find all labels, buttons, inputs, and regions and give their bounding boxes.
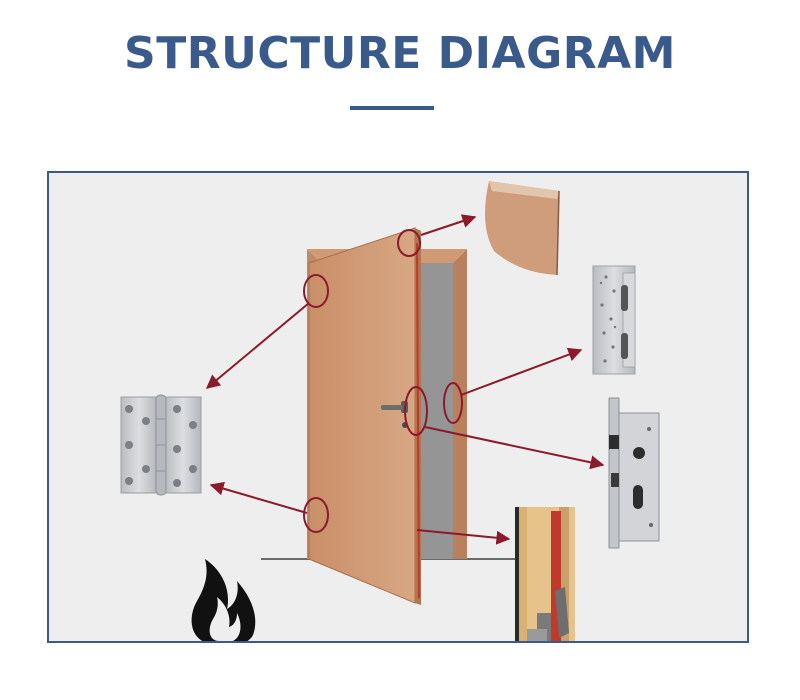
arrow-to-mortise-lock [424,426,605,470]
arrow-to-lower-hinge [209,481,308,514]
door-leaf [308,227,421,605]
arrow-to-edge-sample [420,214,477,236]
fire-core-cross-section [515,507,575,641]
callout-circle-lock [404,386,428,436]
fire-icon [191,559,256,641]
edge-sample [474,173,574,276]
diagram-frame [47,171,749,643]
hinge [120,394,202,496]
callout-circle-lower-hinge [303,497,329,533]
callout-arrows [205,214,605,545]
arrow-to-strike-plate [460,347,583,396]
strike-plate [592,265,636,375]
diagram-scene [120,173,660,641]
arrow-to-fire-core [416,529,511,545]
callout-circles [303,229,463,533]
callout-circle-top-edge [397,229,421,257]
callout-circle-upper-hinge [303,274,329,308]
mortise-lock [608,397,660,549]
title-underline [350,106,434,110]
arrow-to-upper-hinge [205,302,310,389]
page-title: STRUCTURE DIAGRAM [124,28,676,79]
callout-circle-strike [443,382,463,424]
